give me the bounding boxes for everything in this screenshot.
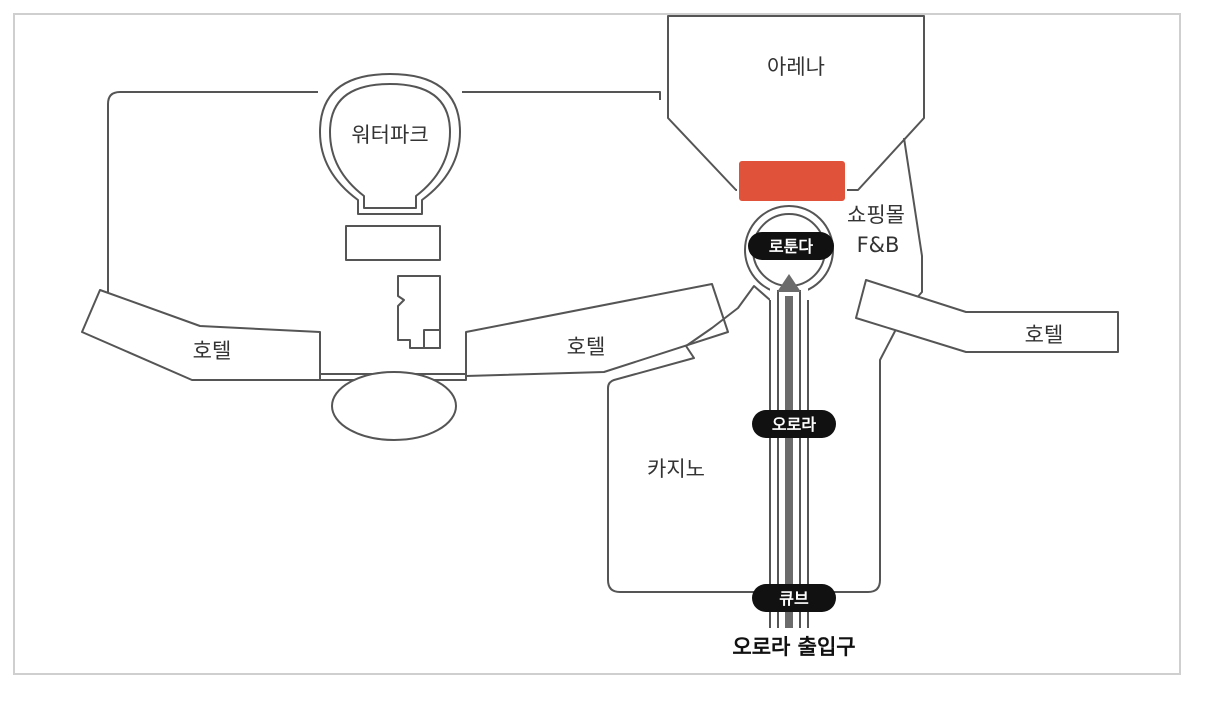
cube-pill-label: 큐브 — [779, 589, 809, 608]
rotunda-pill[interactable]: 로툰다 — [748, 232, 834, 260]
fnb-label: F&B — [857, 233, 900, 257]
hotel-center-label: 호텔 — [567, 335, 606, 359]
waterpark-label: 워터파크 — [351, 123, 428, 147]
rotunda-pill-label: 로툰다 — [769, 237, 813, 256]
aurora-pill[interactable]: 오로라 — [752, 410, 836, 438]
shopping-mall-label: 쇼핑몰 — [847, 203, 905, 227]
aurora-corridor-walls — [769, 290, 809, 628]
plaza-ellipse — [331, 371, 457, 441]
hotel-right-label: 호텔 — [1025, 323, 1064, 347]
arena-label: 아레나 — [767, 55, 825, 79]
connector-block-small — [423, 329, 441, 349]
hotel-left-label: 호텔 — [193, 339, 232, 363]
waterpark-annex — [345, 225, 441, 261]
arena-building[interactable] — [667, 15, 925, 191]
left-complex-outline — [107, 91, 661, 292]
waterpark-building[interactable] — [319, 73, 461, 215]
hotel-right-building[interactable] — [855, 279, 1119, 353]
waterpark-inner-outline — [329, 83, 451, 209]
hotel-center-building[interactable] — [465, 283, 729, 377]
aurora-entrance-label[interactable]: 오로라 출입구 — [732, 635, 855, 659]
aurora-pill-label: 오로라 — [772, 415, 816, 434]
casino-label: 카지노 — [647, 457, 705, 481]
cube-pill[interactable]: 큐브 — [752, 584, 836, 612]
route-arrow-icon — [777, 274, 801, 292]
highlight-zone[interactable] — [737, 159, 847, 203]
